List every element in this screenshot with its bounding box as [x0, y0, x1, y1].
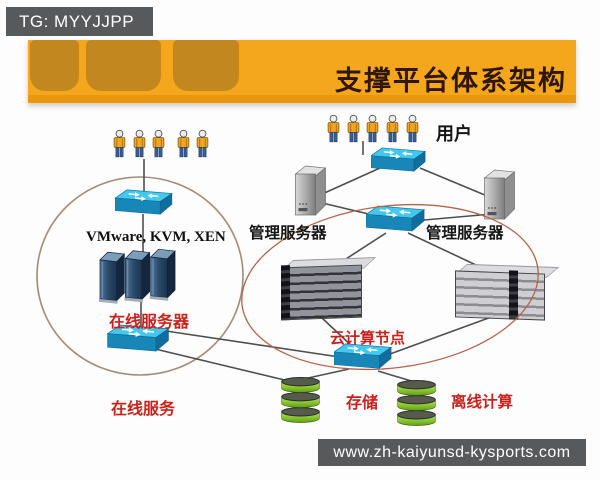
user-icon	[176, 126, 191, 163]
hypervisors-label: VMware, KVM, XEN	[86, 229, 226, 245]
user-icon	[405, 111, 420, 148]
users-label: 用户	[436, 124, 472, 144]
storage-cylinder-icon	[395, 379, 438, 428]
page-title: 支撑平台体系架构	[335, 66, 567, 96]
rack-body	[455, 270, 545, 321]
header-band: 支撑平台体系架构	[28, 40, 576, 103]
user-icon	[346, 111, 361, 148]
rack-rail	[509, 270, 518, 320]
user-icon	[195, 126, 210, 163]
user-icon	[112, 126, 127, 163]
user-icon	[132, 126, 147, 163]
network-switch-icon	[366, 205, 425, 233]
cloud-compute-node-label: 云计算节点	[330, 330, 406, 347]
storage-cylinder-icon	[279, 376, 322, 425]
network-switch-icon	[115, 189, 173, 216]
tg-watermark-badge: TG: MYYJJPP	[6, 7, 153, 36]
rack-body	[281, 264, 362, 321]
header-decor-tab	[86, 40, 161, 91]
management-server-icon	[481, 169, 518, 221]
header-decor-tab	[30, 40, 79, 91]
online-service-label: 在线服务	[111, 401, 176, 418]
rack-rail	[281, 265, 290, 321]
offline-computing-label: 离线计算	[451, 394, 514, 411]
management-server-right-label: 管理服务器	[426, 225, 504, 242]
user-icon	[326, 111, 341, 148]
user-icon	[151, 126, 166, 163]
online-servers-label: 在线服务器	[109, 314, 190, 331]
rack-server-icon	[454, 263, 560, 321]
website-watermark-badge: www.zh-kaiyunsd-kysports.com	[318, 439, 586, 466]
rack-server-icon	[280, 257, 377, 321]
header-decor-tab	[173, 40, 239, 91]
network-switch-icon	[371, 147, 426, 173]
tower-server-group-icon	[99, 247, 177, 304]
connection-line	[165, 330, 347, 359]
storage-label: 存储	[346, 395, 379, 412]
connection-line	[150, 347, 294, 383]
user-icon	[385, 111, 400, 148]
header-strip	[28, 95, 576, 103]
management-server-icon	[292, 165, 329, 217]
management-server-left-label: 管理服务器	[249, 225, 327, 242]
user-icon	[365, 111, 380, 148]
